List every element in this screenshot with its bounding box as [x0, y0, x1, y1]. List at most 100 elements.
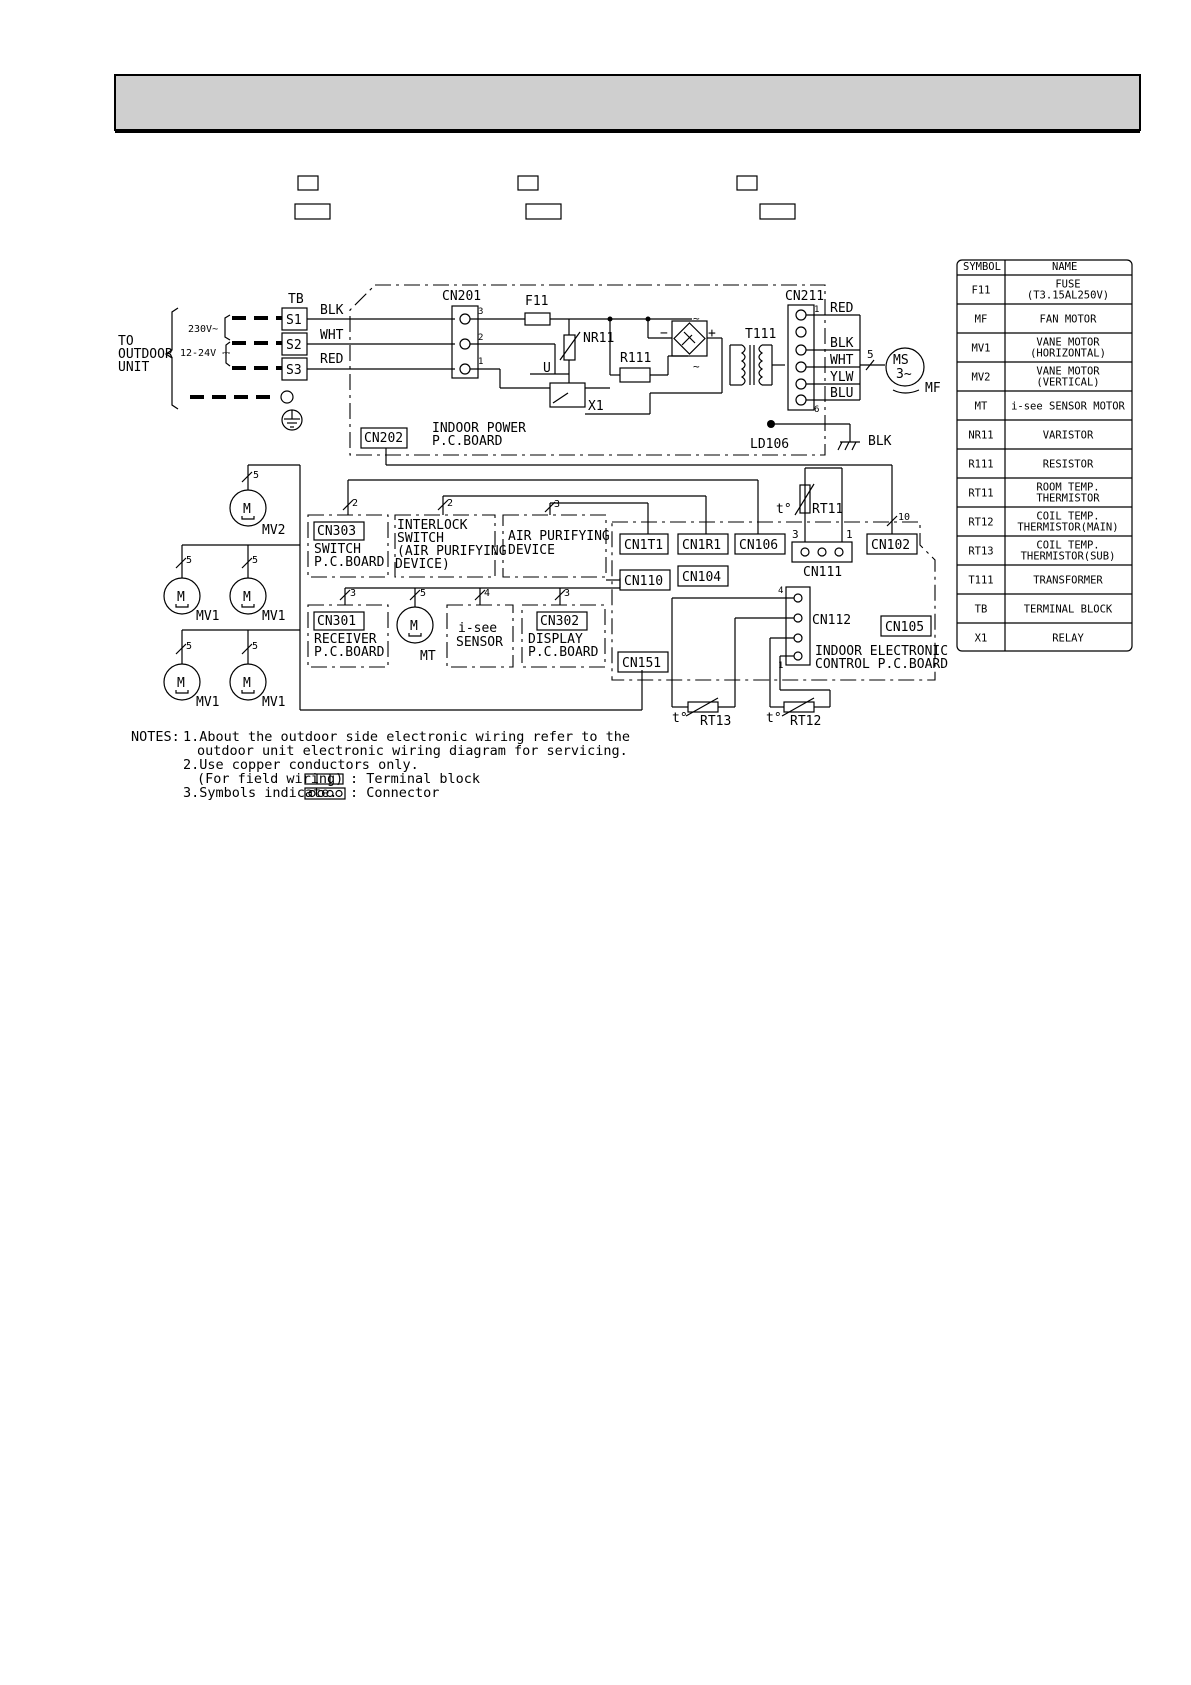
legend-symbol-7: RT11: [968, 488, 993, 500]
svg-text:BLK: BLK: [868, 434, 892, 449]
svg-text:BLK: BLK: [320, 303, 344, 318]
svg-text:BLK: BLK: [830, 336, 854, 351]
fuse-f11: [524, 312, 551, 326]
legend-name-sub-3: (VERTICAL): [1036, 377, 1099, 389]
svg-text:RECEIVER: RECEIVER: [314, 632, 377, 647]
svg-text:2.Use copper conductors only.: 2.Use copper conductors only.: [183, 757, 419, 773]
r111-label: R111: [620, 351, 651, 366]
svg-text:M: M: [410, 619, 418, 634]
legend-name-sub-9: THERMISTOR(SUB): [1021, 551, 1116, 563]
legend-symbol-8: RT12: [968, 517, 993, 529]
svg-text:3~: 3~: [896, 367, 912, 382]
legend-symbol-9: RT13: [968, 546, 993, 558]
svg-text:S2: S2: [286, 338, 302, 353]
svg-text:CN151: CN151: [622, 656, 661, 671]
svg-text:DEVICE): DEVICE): [395, 557, 450, 572]
tb-label: TB: [288, 292, 304, 307]
svg-text:CN105: CN105: [885, 620, 924, 635]
thermistor-rt11: [799, 484, 811, 514]
svg-text:INTERLOCK: INTERLOCK: [397, 518, 468, 533]
legend-name-sub-0: (T3.15AL250V): [1027, 290, 1109, 302]
svg-text:M: M: [243, 502, 251, 517]
svg-text:X1: X1: [588, 399, 604, 414]
legend-symbol-2: MV1: [972, 343, 991, 355]
svg-text:CONTROL P.C.BOARD: CONTROL P.C.BOARD: [815, 657, 948, 672]
outdoor-label: OUTDOOR: [118, 347, 173, 362]
unit-label: UNIT: [118, 360, 149, 375]
svg-text:S3: S3: [286, 363, 302, 378]
svg-text:3.Symbols indicate.: 3.Symbols indicate.: [183, 785, 337, 801]
svg-text:: Terminal block: : Terminal block: [350, 771, 480, 787]
svg-text:(For field wiring): (For field wiring): [197, 771, 343, 787]
svg-text:5: 5: [186, 555, 192, 566]
svg-text:: Connector: : Connector: [350, 785, 439, 801]
header-bar: [114, 74, 1141, 131]
legend-name-5: VARISTOR: [1043, 430, 1094, 442]
svg-text:NR11: NR11: [583, 331, 614, 346]
svg-text:CN111: CN111: [803, 565, 842, 580]
legend-name-0: FUSE: [1055, 279, 1080, 291]
svg-text:P.C.BOARD: P.C.BOARD: [314, 645, 385, 660]
legend-name-sub-8: THERMISTOR(MAIN): [1017, 522, 1118, 534]
svg-text:1.About the outdoor side elect: 1.About the outdoor side electronic wiri…: [183, 729, 630, 745]
legend-name-2: VANE MOTOR: [1036, 337, 1100, 349]
thermistor-rt13: t° RT13: [672, 697, 735, 729]
ground-icon: [281, 409, 303, 431]
svg-text:NOTES:: NOTES:: [131, 729, 180, 745]
svg-text:5: 5: [252, 641, 258, 652]
legend-header-name: NAME: [1052, 261, 1077, 273]
svg-text:MV1: MV1: [262, 695, 285, 710]
terminal-block-symbol: [304, 773, 344, 785]
svg-text:1: 1: [778, 661, 783, 671]
svg-text:RT12: RT12: [790, 714, 821, 729]
svg-text:DISPLAY: DISPLAY: [528, 632, 583, 647]
svg-text:3: 3: [792, 528, 799, 541]
svg-text:i-see: i-see: [458, 621, 497, 636]
legend-name-sub-2: (HORIZONTAL): [1030, 348, 1106, 360]
switch-pc-board: CN303 SWITCH P.C.BOARD: [307, 514, 389, 578]
svg-text:WHT: WHT: [320, 328, 344, 343]
legend-name-1: FAN MOTOR: [1040, 314, 1098, 326]
svg-text:SWITCH: SWITCH: [314, 542, 361, 557]
f11-label: F11: [525, 294, 548, 309]
svg-text:SWITCH: SWITCH: [397, 531, 444, 546]
legend-name-11: TERMINAL BLOCK: [1024, 604, 1113, 616]
legend-name-sub-7: THERMISTOR: [1036, 493, 1100, 505]
svg-text:MF: MF: [925, 381, 941, 396]
svg-text:M: M: [243, 590, 251, 605]
svg-text:MV2: MV2: [262, 523, 285, 538]
svg-text:−: −: [660, 326, 668, 341]
input-brace: [164, 307, 179, 410]
svg-text:SENSOR: SENSOR: [456, 635, 503, 650]
svg-text:P.C.BOARD: P.C.BOARD: [314, 555, 385, 570]
legend-symbol-6: R111: [968, 459, 993, 471]
svg-text:~: ~: [693, 312, 700, 325]
legend-symbol-3: MV2: [972, 372, 991, 384]
svg-text:MV1: MV1: [196, 609, 219, 624]
svg-text:S1: S1: [286, 313, 302, 328]
svg-text:2: 2: [478, 333, 483, 343]
svg-text:WHT: WHT: [830, 353, 854, 368]
legend-name-6: RESISTOR: [1043, 459, 1094, 471]
svg-text:MV1: MV1: [262, 609, 285, 624]
terminal-block: S1 S2 S3: [281, 307, 308, 381]
cn112-connector: [785, 586, 811, 666]
svg-text:CN110: CN110: [624, 574, 663, 589]
svg-text:5: 5: [420, 588, 426, 599]
svg-text:RT13: RT13: [700, 714, 731, 729]
svg-text:3: 3: [350, 588, 356, 599]
svg-text:MV1: MV1: [196, 695, 219, 710]
receiver-pc-board: CN301 RECEIVER P.C.BOARD: [307, 604, 389, 668]
svg-text:MS: MS: [893, 353, 909, 368]
legend-name-4: i-see SENSOR MOTOR: [1011, 401, 1125, 413]
svg-text:outdoor unit electronic wiring: outdoor unit electronic wiring diagram f…: [197, 743, 628, 759]
svg-text:MT: MT: [420, 649, 436, 664]
svg-text:M: M: [177, 676, 185, 691]
motor-mv2: M 5 MV2: [229, 465, 285, 538]
svg-text:CN1R1: CN1R1: [682, 538, 721, 553]
motor-mv1-c: M 5 MV1: [163, 630, 219, 710]
resistor-r111: [619, 367, 651, 383]
transformer-t111: [740, 344, 764, 386]
